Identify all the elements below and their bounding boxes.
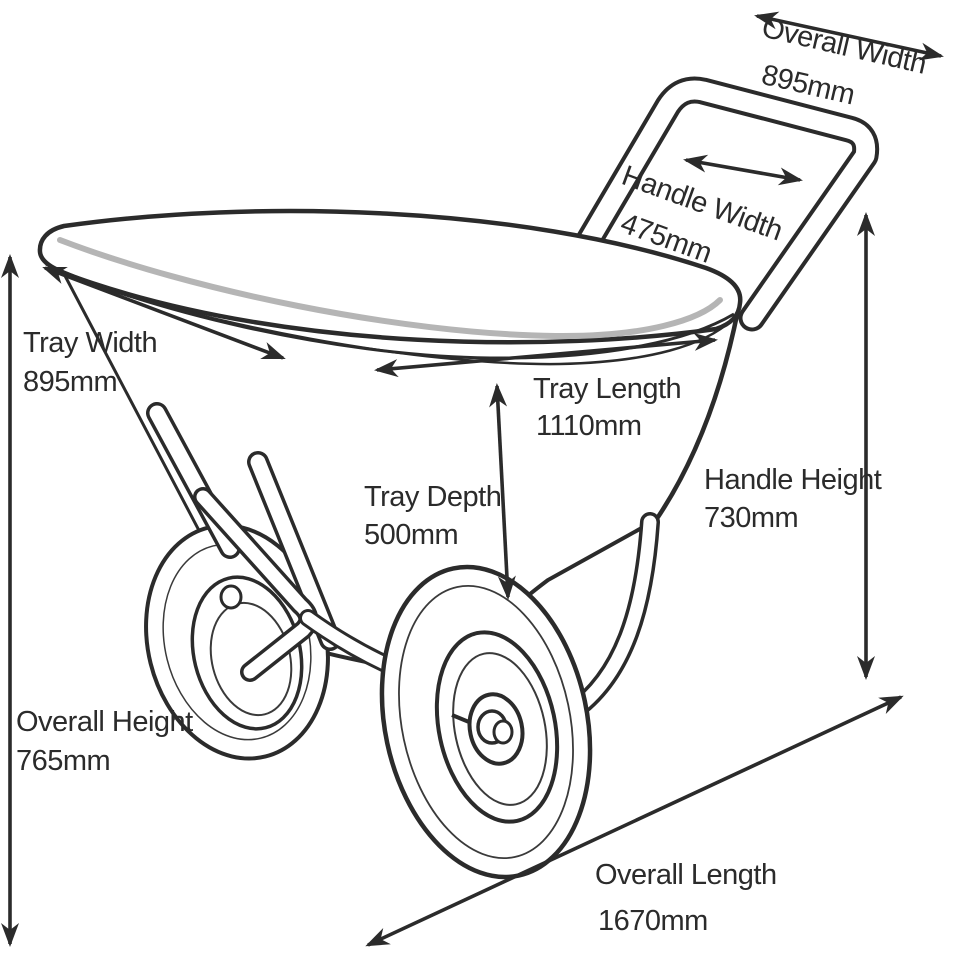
overall-length-arrow <box>365 695 904 947</box>
overall-height-value: 765mm <box>16 745 110 777</box>
dimension-labels: Overall Width 895mm Handle Width 475mm T… <box>16 12 929 937</box>
handle-width-arrow <box>683 154 803 186</box>
handle-loop <box>561 76 880 332</box>
overall-width-arrow <box>754 11 944 61</box>
tray-width-value: 895mm <box>23 366 117 398</box>
tray-length-arrow <box>374 332 718 378</box>
tray-depth-label: Tray Depth <box>364 481 501 513</box>
overall-height-label: Overall Height <box>16 706 193 738</box>
dimension-arrows <box>1 11 944 947</box>
tray-depth-value: 500mm <box>364 519 458 551</box>
overall-length-label: Overall Length <box>595 859 777 891</box>
tray-width-arrow <box>42 266 286 360</box>
tray-depth-arrow <box>489 383 516 600</box>
tray-length-label: Tray Length <box>533 373 681 405</box>
tray-length-value: 1110mm <box>536 410 642 442</box>
handle-height-label: Handle Height <box>704 464 882 496</box>
overall-length-value: 1670mm <box>598 905 708 937</box>
handle-height-value: 730mm <box>704 502 798 534</box>
left-wheel-axle <box>219 584 243 610</box>
tray-width-label: Tray Width <box>23 327 157 359</box>
